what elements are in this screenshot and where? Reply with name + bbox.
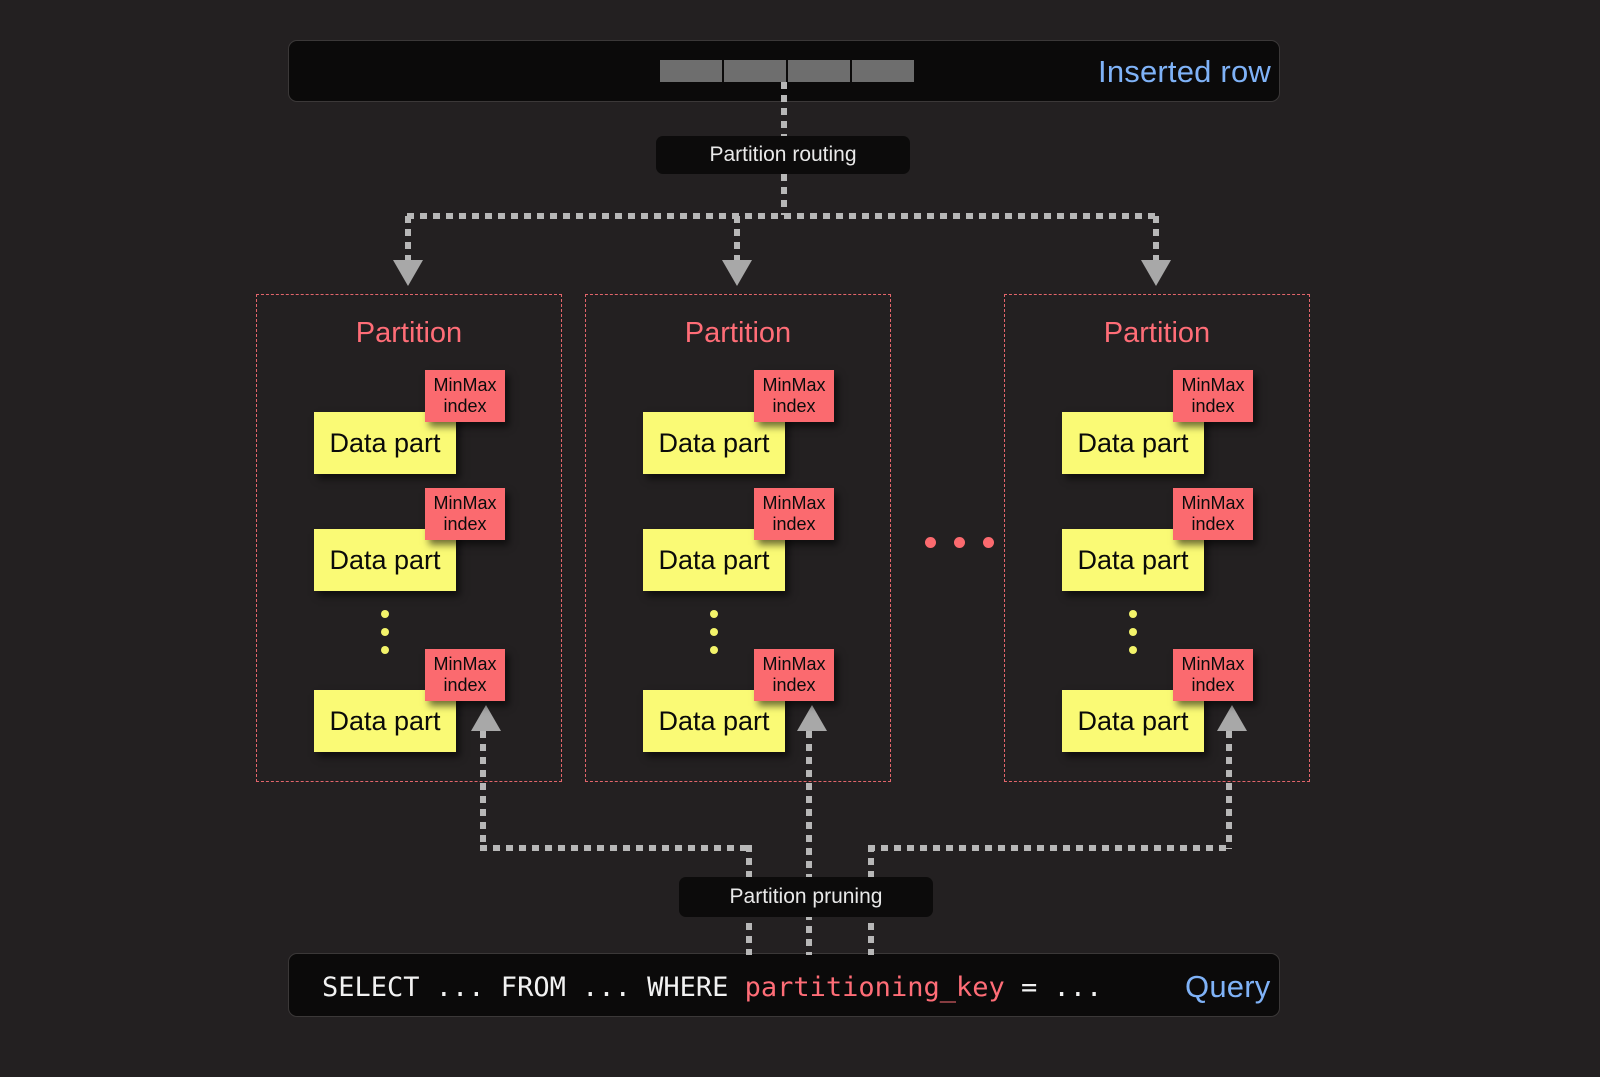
ellipsis-dot	[381, 628, 389, 636]
connector-pruning-bus-right	[868, 845, 1232, 851]
minmax-line-1: MinMax	[433, 493, 497, 514]
partition-1-ellipsis	[381, 610, 389, 654]
data-part-3-3: Data part	[1062, 690, 1204, 752]
ellipsis-dot	[381, 610, 389, 618]
minmax-line-1: MinMax	[1181, 654, 1245, 675]
row-cell	[788, 60, 850, 82]
partition-box-3: Partition	[1004, 294, 1310, 782]
query-partitioning-key: partitioning_key	[744, 972, 1005, 1003]
minmax-line-1: MinMax	[1181, 375, 1245, 396]
connector-bus-to-partition-1	[405, 216, 411, 264]
partition-title-2: Partition	[684, 317, 792, 349]
query-label: Query	[1185, 969, 1271, 1004]
partition-pruning-box: Partition pruning	[679, 877, 933, 917]
minmax-index-1-3: MinMax index	[425, 649, 505, 701]
arrow-into-partition-3	[1141, 260, 1171, 286]
partition-routing-box: Partition routing	[656, 136, 910, 174]
data-part-2-1: Data part	[643, 412, 785, 474]
ellipsis-dot	[925, 537, 936, 548]
minmax-line-2: index	[772, 514, 816, 534]
minmax-line-1: MinMax	[1181, 493, 1245, 514]
ellipsis-dot	[1129, 628, 1137, 636]
partition-3-ellipsis	[1129, 610, 1137, 654]
minmax-index-3-1: MinMax index	[1173, 370, 1253, 422]
connector-pruning-to-partition-3	[1226, 731, 1232, 849]
ellipsis-dot	[983, 537, 994, 548]
arrow-into-partition-2	[722, 260, 752, 286]
ellipsis-dot	[710, 646, 718, 654]
minmax-index-2-1: MinMax index	[754, 370, 834, 422]
data-part-3-2: Data part	[1062, 529, 1204, 591]
connector-pruning-to-partition-1	[480, 731, 486, 849]
data-part-1-1: Data part	[314, 412, 456, 474]
minmax-line-1: MinMax	[762, 375, 826, 396]
minmax-line-2: index	[1191, 396, 1235, 416]
ellipsis-dot	[954, 537, 965, 548]
arrow-into-partition-2-bottom	[797, 705, 827, 731]
arrow-into-partition-3-bottom	[1217, 705, 1247, 731]
minmax-line-2: index	[772, 396, 816, 416]
query-suffix: = ...	[1004, 972, 1103, 1003]
minmax-line-2: index	[443, 396, 487, 416]
partition-title-3: Partition	[1103, 317, 1211, 349]
minmax-line-1: MinMax	[762, 493, 826, 514]
connector-pruning-to-partition-2	[806, 731, 812, 955]
partition-2-ellipsis	[710, 610, 718, 654]
minmax-index-2-2: MinMax index	[754, 488, 834, 540]
row-cell	[724, 60, 786, 82]
minmax-line-2: index	[772, 675, 816, 695]
minmax-line-2: index	[1191, 675, 1235, 695]
connector-bus-to-partition-2	[734, 216, 740, 264]
arrow-into-partition-1-bottom	[471, 705, 501, 731]
connector-distribution-bus	[407, 213, 1159, 219]
minmax-line-1: MinMax	[762, 654, 826, 675]
ellipsis-dot	[381, 646, 389, 654]
minmax-index-3-2: MinMax index	[1173, 488, 1253, 540]
arrow-into-partition-1	[393, 260, 423, 286]
connector-row-to-routing	[781, 82, 787, 136]
data-part-3-1: Data part	[1062, 412, 1204, 474]
minmax-line-1: MinMax	[433, 375, 497, 396]
partition-box-1: Partition	[256, 294, 562, 782]
query-panel	[288, 953, 1280, 1017]
inserted-row-cells	[660, 60, 914, 82]
connector-pruning-bus-left	[480, 845, 752, 851]
row-cell	[660, 60, 722, 82]
partition-title-1: Partition	[355, 317, 463, 349]
partitions-ellipsis	[925, 537, 994, 548]
inserted-row-label: Inserted row	[1098, 54, 1271, 89]
ellipsis-dot	[710, 610, 718, 618]
minmax-index-1-1: MinMax index	[425, 370, 505, 422]
connector-bus-to-partition-3	[1153, 216, 1159, 264]
minmax-index-2-3: MinMax index	[754, 649, 834, 701]
minmax-line-2: index	[1191, 514, 1235, 534]
row-cell	[852, 60, 914, 82]
minmax-line-1: MinMax	[433, 654, 497, 675]
query-prefix: SELECT ... FROM ... WHERE	[322, 972, 745, 1003]
ellipsis-dot	[710, 628, 718, 636]
query-text: SELECT ... FROM ... WHERE partitioning_k…	[322, 972, 1102, 1003]
connector-routing-to-bus	[781, 174, 787, 215]
minmax-index-1-2: MinMax index	[425, 488, 505, 540]
ellipsis-dot	[1129, 610, 1137, 618]
ellipsis-dot	[1129, 646, 1137, 654]
minmax-line-2: index	[443, 675, 487, 695]
minmax-index-3-3: MinMax index	[1173, 649, 1253, 701]
minmax-line-2: index	[443, 514, 487, 534]
partition-box-2: Partition	[585, 294, 891, 782]
